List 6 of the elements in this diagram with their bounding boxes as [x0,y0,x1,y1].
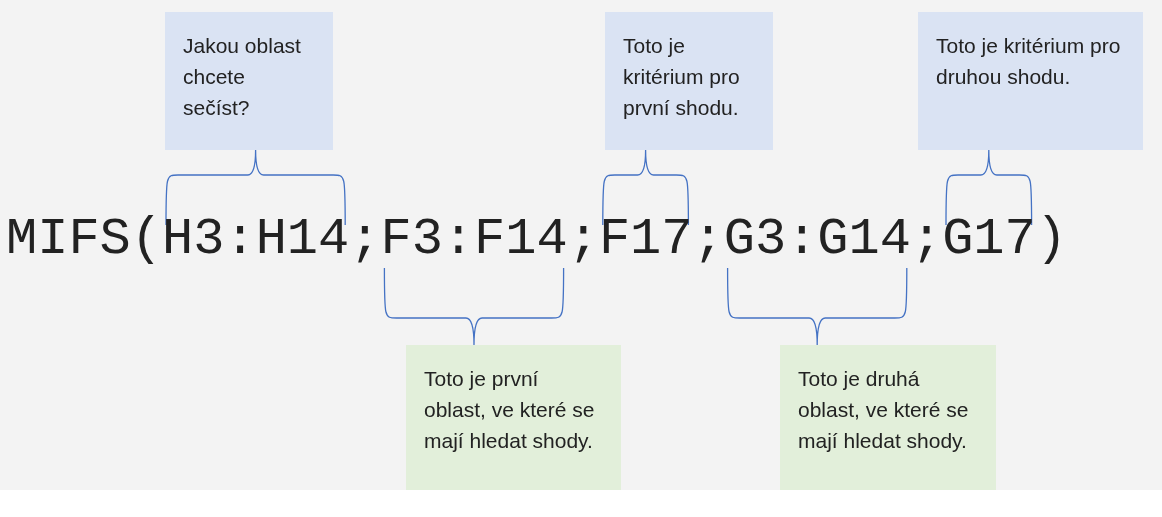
callout-box: Jakou oblast chcete sečíst? [165,12,333,150]
callout-box: Toto je kritérium pro druhou shodu. [918,12,1143,150]
callout-box: Toto je druhá oblast, ve které se mají hledat shody. [780,345,996,490]
formula-text: MIFS(H3:H14;F3:F14;F17;G3:G14;G17) [6,209,1067,271]
callout-box: Toto je první oblast, ve které se mají hledat shody. [406,345,621,490]
callout-box: Toto je kritérium pro první shodu. [605,12,773,150]
